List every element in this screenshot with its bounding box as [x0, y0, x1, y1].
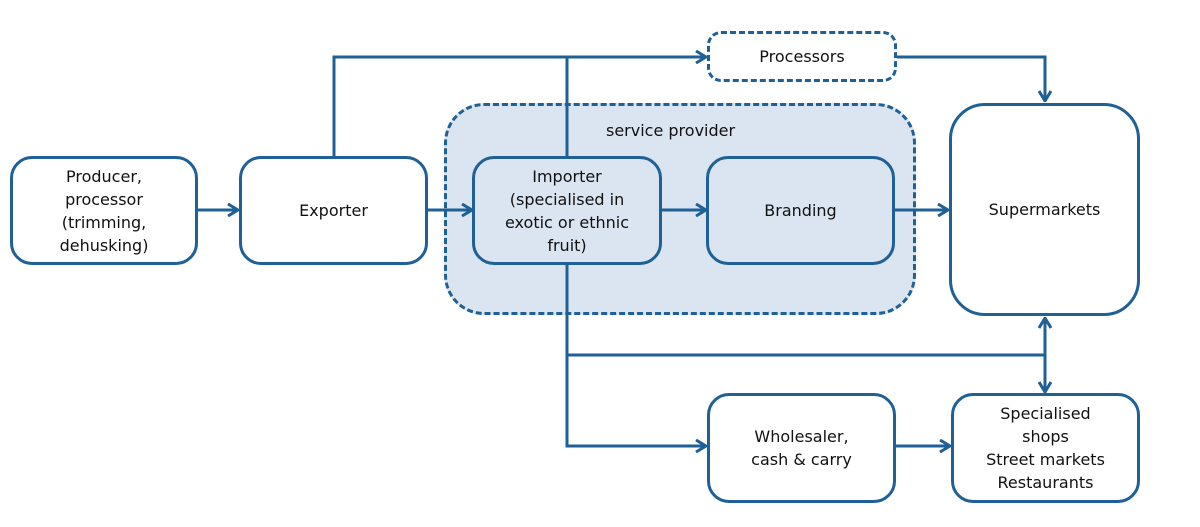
edge-processors-supermarkets	[897, 55, 1045, 101]
node-wholesaler: Wholesaler, cash & carry	[707, 393, 896, 503]
node-producer: Producer, processor (trimming, dehusking…	[10, 156, 198, 265]
service-provider-label: service provider	[606, 121, 736, 140]
edge-exporter-processors	[332, 57, 706, 156]
node-importer: Importer (specialised in exotic or ethni…	[472, 156, 662, 265]
node-branding: Branding	[706, 156, 895, 265]
node-processors: Processors	[707, 31, 897, 82]
node-exporter: Exporter	[239, 156, 428, 265]
node-supermarkets: Supermarkets	[949, 103, 1140, 316]
edge-importer-down	[565, 265, 706, 446]
node-specialised: Specialised shops Street markets Restaur…	[951, 393, 1140, 503]
